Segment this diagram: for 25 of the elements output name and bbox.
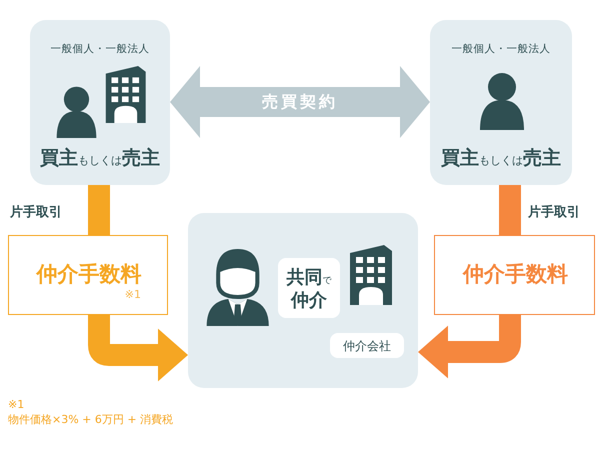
joint-brokerage-text: 共同で仲介 <box>286 268 332 313</box>
party-card <box>430 20 572 185</box>
party-card <box>30 20 170 185</box>
category-text: 一般個人・一般法人 <box>450 42 552 56</box>
role-text: 買主もしくは売主 <box>39 146 161 171</box>
arrow <box>418 315 521 378</box>
fee-box <box>8 235 168 315</box>
joint-label-box <box>278 258 340 318</box>
fee-box <box>434 235 595 315</box>
arrow <box>88 315 188 382</box>
transaction-type-label: 片手取引 <box>528 204 580 221</box>
fee-text: 仲介手数料 <box>34 261 142 288</box>
footnote-mark: ※1 <box>8 398 24 411</box>
connector <box>88 185 110 235</box>
footnote-mark: ※1 <box>124 288 141 301</box>
company-text: 仲介会社 <box>342 338 392 355</box>
category-text: 一般個人・一般法人 <box>50 42 150 56</box>
fee-text: 仲介手数料 <box>461 261 569 288</box>
agent-card <box>188 213 418 388</box>
transaction-type-label: 片手取引 <box>10 204 62 221</box>
role-text: 買主もしくは売主 <box>440 146 562 171</box>
arrow <box>170 66 430 138</box>
footnote-text: 物件価格×3% + 6万円 + 消費税 <box>8 412 174 427</box>
connector <box>499 185 521 235</box>
company-label-box <box>330 333 404 358</box>
